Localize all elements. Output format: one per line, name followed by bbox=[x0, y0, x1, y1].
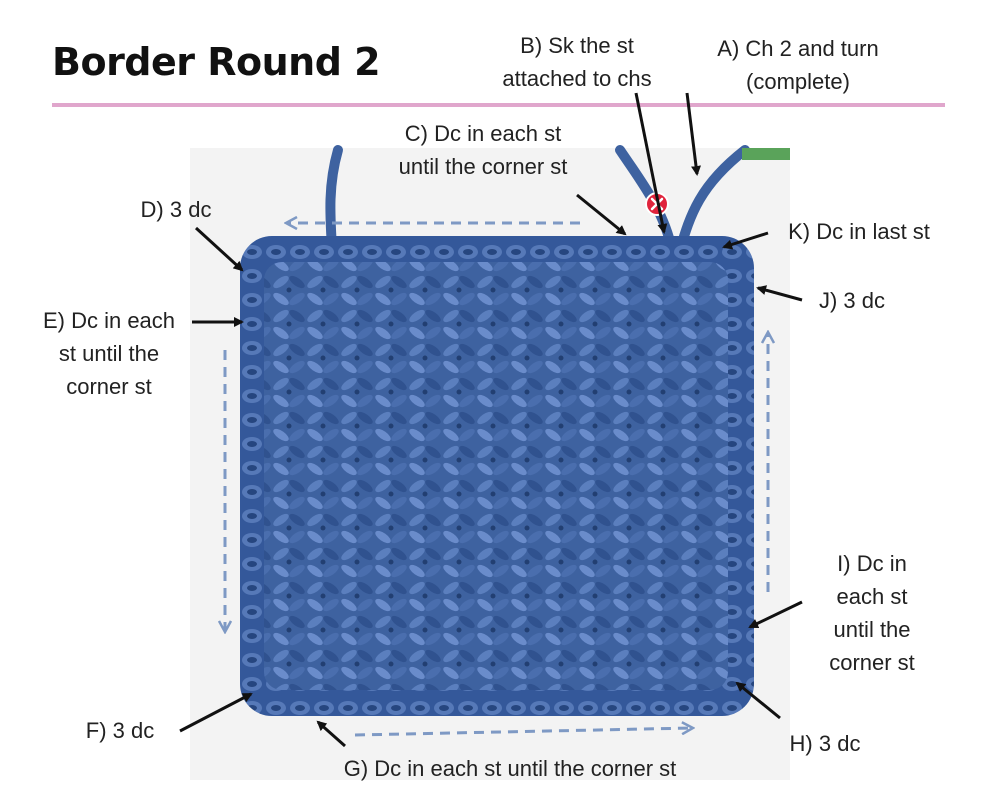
label-b: B) Sk the st attached to chs bbox=[502, 33, 652, 91]
arrow-d bbox=[194, 226, 244, 272]
yarn-tail-left bbox=[325, 145, 343, 253]
arrow-b bbox=[634, 92, 668, 234]
page-title: Border Round 2 bbox=[52, 40, 381, 84]
label-e: E) Dc in each st until the corner st bbox=[42, 308, 176, 399]
arrow-k bbox=[722, 231, 769, 250]
label-d: D) 3 dc bbox=[140, 197, 212, 222]
label-a: A) Ch 2 and turn (complete) bbox=[717, 36, 879, 94]
label-f: F) 3 dc bbox=[85, 718, 155, 743]
arrow-f bbox=[179, 692, 253, 733]
label-k: K) Dc in last st bbox=[788, 219, 930, 244]
arrow-j bbox=[756, 285, 803, 302]
yarn-tail-right-1 bbox=[675, 145, 750, 255]
arrow-a bbox=[685, 92, 701, 176]
arrow-g bbox=[316, 720, 346, 748]
arrow-i bbox=[748, 600, 803, 629]
needle-hint bbox=[742, 148, 790, 160]
guide-bottom bbox=[354, 728, 693, 737]
label-g: G) Dc in each st until the corner st bbox=[343, 756, 677, 781]
label-i: I) Dc in each st until the corner st bbox=[829, 551, 915, 675]
crochet-square-body bbox=[264, 262, 728, 690]
arrow-h bbox=[735, 681, 781, 720]
label-j: J) 3 dc bbox=[818, 288, 886, 313]
label-h: H) 3 dc bbox=[789, 731, 861, 756]
arrow-c bbox=[576, 193, 627, 236]
label-c: C) Dc in each st until the corner st bbox=[398, 121, 568, 179]
title-divider bbox=[52, 103, 945, 107]
